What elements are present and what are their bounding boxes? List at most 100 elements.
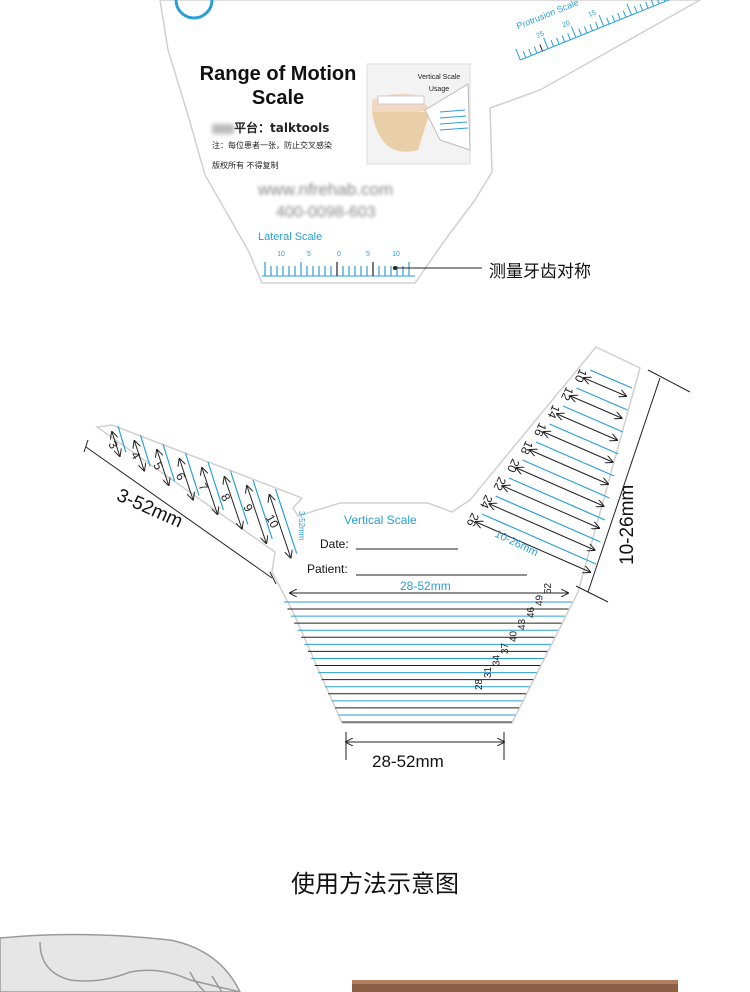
left-arm-arrow xyxy=(247,486,266,543)
vertical-scale-label: Vertical Scale xyxy=(344,513,417,527)
body-number: 46 xyxy=(526,606,537,618)
left-arm-arrow xyxy=(202,468,217,514)
platform-name: talktools xyxy=(270,121,330,135)
protrusion-tick xyxy=(515,48,521,61)
scale-outline xyxy=(94,346,641,724)
protrusion-tick xyxy=(611,15,616,22)
right-dimension-tick-a xyxy=(647,369,691,393)
card-title: Range of Motion Scale xyxy=(188,62,368,110)
right-arm-number: 22 xyxy=(491,475,509,493)
lateral-tick-label: 5 xyxy=(307,251,311,258)
patient-label: Patient: xyxy=(307,562,348,576)
section-heading: 使用方法示意图 xyxy=(291,870,459,898)
body-number: 34 xyxy=(491,654,502,666)
left-dimension-tick-b xyxy=(269,571,277,585)
lateral-tick-label: 10 xyxy=(392,251,400,258)
protrusion-tick xyxy=(589,24,594,31)
bottom-dimension-label: 28-52mm xyxy=(372,752,444,771)
right-dimension-line xyxy=(587,377,661,593)
platform-prefix: 平台： xyxy=(234,121,271,135)
left-arm-arrow xyxy=(112,432,120,456)
protrusion-tick xyxy=(578,28,582,36)
protrusion-tick xyxy=(522,51,527,58)
right-dimension-tick-b xyxy=(575,585,609,603)
protrusion-tick xyxy=(633,6,638,13)
left-arm-arrow xyxy=(157,450,169,485)
lateral-scale-label: Lateral Scale xyxy=(258,231,323,243)
left-arm-arrow xyxy=(135,441,145,471)
protrusion-tick xyxy=(561,35,566,43)
protrusion-tick xyxy=(654,0,660,4)
lateral-tick-label: 5 xyxy=(366,251,370,258)
callout-dot xyxy=(393,266,397,270)
protrusion-tick xyxy=(617,12,621,20)
usage-label-line2: Usage xyxy=(428,86,450,93)
protrusion-tick xyxy=(539,44,543,52)
right-arm-number: 10 xyxy=(572,367,590,385)
callout-label: 测量牙齿对称 xyxy=(489,262,591,282)
left-arm-arrow xyxy=(270,495,291,558)
protrusion-tick xyxy=(639,3,644,11)
protrusion-tick xyxy=(598,14,605,27)
protrusion-tick xyxy=(661,0,666,2)
right-arm-number: 16 xyxy=(531,421,549,439)
protrusion-tick xyxy=(528,48,532,56)
platform-line: 平台：talktools xyxy=(212,119,329,136)
body-number: 28 xyxy=(474,678,485,690)
left-arm-number: 3 xyxy=(105,439,121,452)
card-note: 注：每位患者一张，防止交叉感染 xyxy=(212,141,332,150)
protrusion-tick xyxy=(606,17,610,25)
body-number: 52 xyxy=(543,582,554,594)
lateral-tick-label: 10 xyxy=(277,251,285,258)
protrusion-tick xyxy=(550,39,555,47)
blurred-brand xyxy=(212,123,234,134)
right-arm-arrow xyxy=(476,522,590,572)
left-dimension-line xyxy=(85,446,273,579)
body-number: 31 xyxy=(483,666,494,678)
body-number: 37 xyxy=(500,642,511,654)
card-copyright: 版权所有 不得复制 xyxy=(212,161,279,170)
right-arm-number: 26 xyxy=(464,511,482,529)
left-dimension-tick-a xyxy=(83,439,89,453)
protrusion-tick-label: 25 xyxy=(535,30,545,39)
protrusion-tick xyxy=(533,46,538,54)
right-arm-arrow xyxy=(584,378,626,396)
left-arm-number: 10 xyxy=(263,512,282,531)
lateral-tick-label: 0 xyxy=(337,251,341,258)
protrusion-tick xyxy=(567,33,571,40)
card-title-line2: Scale xyxy=(251,87,305,109)
protrusion-tick xyxy=(645,1,649,9)
bottom-photos xyxy=(0,933,678,992)
protrusion-tick xyxy=(626,3,632,16)
logo-fragment-icon xyxy=(174,0,214,20)
card-title-line1: Range of Motion xyxy=(199,63,357,85)
body-top-range-label: 28-52mm xyxy=(400,579,451,593)
body-number: 49 xyxy=(534,594,545,606)
protrusion-tick xyxy=(556,37,560,45)
protrusion-tick xyxy=(583,26,588,34)
protrusion-tick xyxy=(650,0,655,7)
protrusion-tick xyxy=(622,10,627,18)
right-arm-number: 24 xyxy=(477,493,495,511)
teeth-illustration xyxy=(0,933,241,992)
date-label: Date: xyxy=(320,537,349,551)
usage-photo xyxy=(366,63,471,165)
left-arm-arrow xyxy=(225,477,242,529)
protrusion-tick xyxy=(543,37,549,49)
usage-label: Vertical Scale Usage xyxy=(414,72,464,96)
right-arm-number: 14 xyxy=(545,403,563,421)
protrusion-tick xyxy=(595,21,599,29)
left-arm-small-label: 3-52mm xyxy=(297,511,306,541)
usage-label-line1: Vertical Scale xyxy=(417,74,461,81)
right-arm-number: 12 xyxy=(558,385,576,403)
body-number: 40 xyxy=(509,630,520,642)
photo-patient-mouth xyxy=(352,980,678,992)
protrusion-tick xyxy=(570,26,577,38)
right-arm-number: 20 xyxy=(504,457,522,475)
right-arm-range-label: 10-26mm xyxy=(617,484,638,565)
right-arm-number: 18 xyxy=(518,439,536,457)
left-arm-arrow xyxy=(180,459,193,500)
protrusion-tick-label: 20 xyxy=(561,20,571,29)
